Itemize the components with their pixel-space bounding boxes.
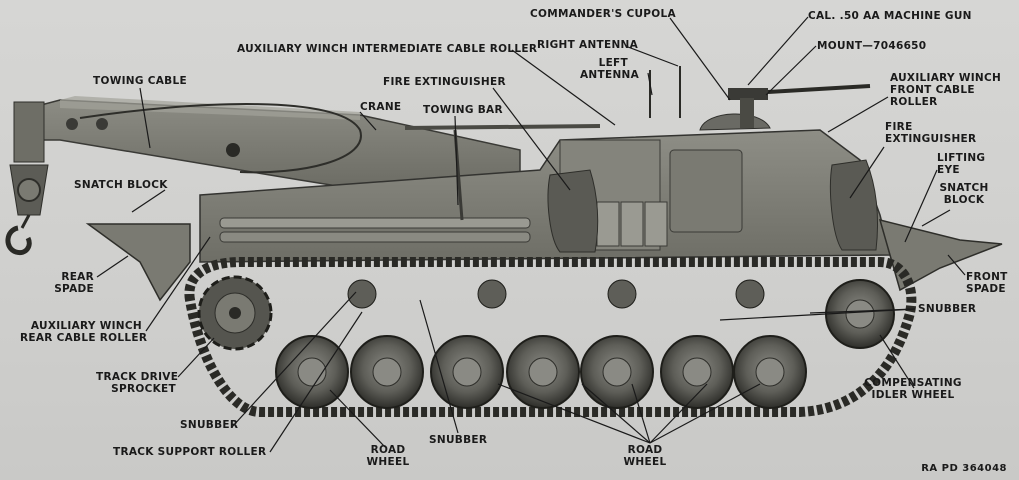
road-wheels (275, 335, 807, 409)
drive-sprocket (197, 275, 273, 351)
label-snubber-right: SNUBBER (918, 303, 977, 315)
label-aux-winch-rear-line2: REAR CABLE ROLLER (20, 332, 148, 344)
label-snatch-block-right: SNATCH BLOCK (936, 182, 992, 206)
label-aux-winch-front: AUXILIARY WINCH FRONT CABLE ROLLER (890, 72, 1001, 108)
label-aux-winch-rear-line1: AUXILIARY WINCH (30, 320, 142, 332)
road-wheel-7 (733, 335, 807, 409)
label-towing-cable: TOWING CABLE (93, 75, 187, 87)
label-track-drive-sprocket-line2: SPROCKET (111, 383, 176, 395)
cupola-and-mg (649, 66, 871, 131)
reference-number: RA PD 364048 (921, 463, 1007, 474)
label-lifting-eye: LIFTING EYE (937, 152, 985, 176)
label-road-wheel-left-line2: WHEEL (366, 456, 410, 468)
label-snatch-block-right-line2: BLOCK (943, 194, 985, 206)
label-towing-bar: TOWING BAR (423, 104, 503, 116)
label-left-antenna-line1: LEFT (598, 57, 628, 69)
road-wheel-6 (660, 335, 734, 409)
label-front-spade-line1: FRONT (966, 271, 1008, 283)
label-road-wheel-right-line1: ROAD (627, 444, 663, 456)
support-rollers (347, 279, 765, 309)
label-road-wheel-right-line2: WHEEL (623, 456, 667, 468)
label-lifting-eye-line1: LIFTING (937, 152, 986, 164)
label-mount: MOUNT—7046650 (817, 40, 927, 52)
label-aux-winch-rear: AUXILIARY WINCH REAR CABLE ROLLER (20, 320, 148, 344)
label-front-spade: FRONT SPADE (966, 271, 1008, 295)
leader-lines (96, 16, 966, 453)
label-snatch-block-left: SNATCH BLOCK (74, 179, 168, 191)
label-left-antenna: LEFT ANTENNA (580, 57, 640, 81)
label-compensating-idler-wheel-line1: COMPENSATING (864, 377, 962, 389)
label-rear-spade-line1: REAR (61, 271, 94, 283)
label-road-wheel-left: ROAD WHEEL (363, 444, 413, 468)
label-right-antenna: RIGHT ANTENNA (537, 39, 639, 51)
label-lifting-eye-line2: EYE (937, 164, 960, 176)
label-fire-extinguisher-right: FIRE EXTINGUISHER (885, 121, 976, 145)
towing-bars (219, 124, 601, 243)
label-fire-extinguisher-right-line1: FIRE (885, 121, 913, 133)
label-road-wheel-right: ROAD WHEEL (620, 444, 670, 468)
rear-spade (85, 223, 191, 302)
label-aux-winch-front-line2: FRONT CABLE (890, 84, 975, 96)
label-rear-spade: REAR SPADE (46, 271, 94, 295)
road-wheel-2 (350, 335, 424, 409)
label-snatch-block-right-line1: SNATCH (939, 182, 989, 194)
label-compensating-idler-wheel-line2: IDLER WHEEL (871, 389, 955, 401)
front-spade (878, 218, 1003, 292)
road-wheel-5 (580, 335, 654, 409)
road-wheel-3 (430, 335, 504, 409)
label-fire-extinguisher-right-line2: EXTINGUISHER (885, 133, 977, 145)
road-wheel-4 (506, 335, 580, 409)
track (184, 257, 917, 417)
label-fire-extinguisher-left: FIRE EXTINGUISHER (383, 76, 506, 88)
label-road-wheel-left-line1: ROAD (370, 444, 406, 456)
label-aux-winch-front-line3: ROLLER (890, 96, 938, 108)
label-rear-spade-line2: SPADE (54, 283, 94, 295)
label-aux-winch-front-line1: AUXILIARY WINCH (890, 72, 1002, 84)
label-track-drive-sprocket: TRACK DRIVE SPROCKET (96, 371, 179, 395)
label-front-spade-line2: SPADE (966, 283, 1006, 295)
label-cal50-mg: CAL. .50 AA MACHINE GUN (808, 10, 972, 22)
label-compensating-idler-wheel: COMPENSATING IDLER WHEEL (862, 377, 964, 401)
label-left-antenna-line2: ANTENNA (580, 69, 640, 81)
label-crane: CRANE (360, 101, 402, 113)
label-aux-winch-intermediate: AUXILIARY WINCH INTERMEDIATE CABLE ROLLE… (237, 43, 538, 55)
label-track-drive-sprocket-line1: TRACK DRIVE (96, 371, 179, 383)
label-snubber-left: SNUBBER (180, 419, 239, 431)
label-commanders-cupola: COMMANDER'S CUPOLA (530, 8, 676, 20)
label-snubber-center: SNUBBER (429, 434, 488, 446)
label-track-support-roller: TRACK SUPPORT ROLLER (113, 446, 267, 458)
crane-hook (5, 101, 49, 256)
